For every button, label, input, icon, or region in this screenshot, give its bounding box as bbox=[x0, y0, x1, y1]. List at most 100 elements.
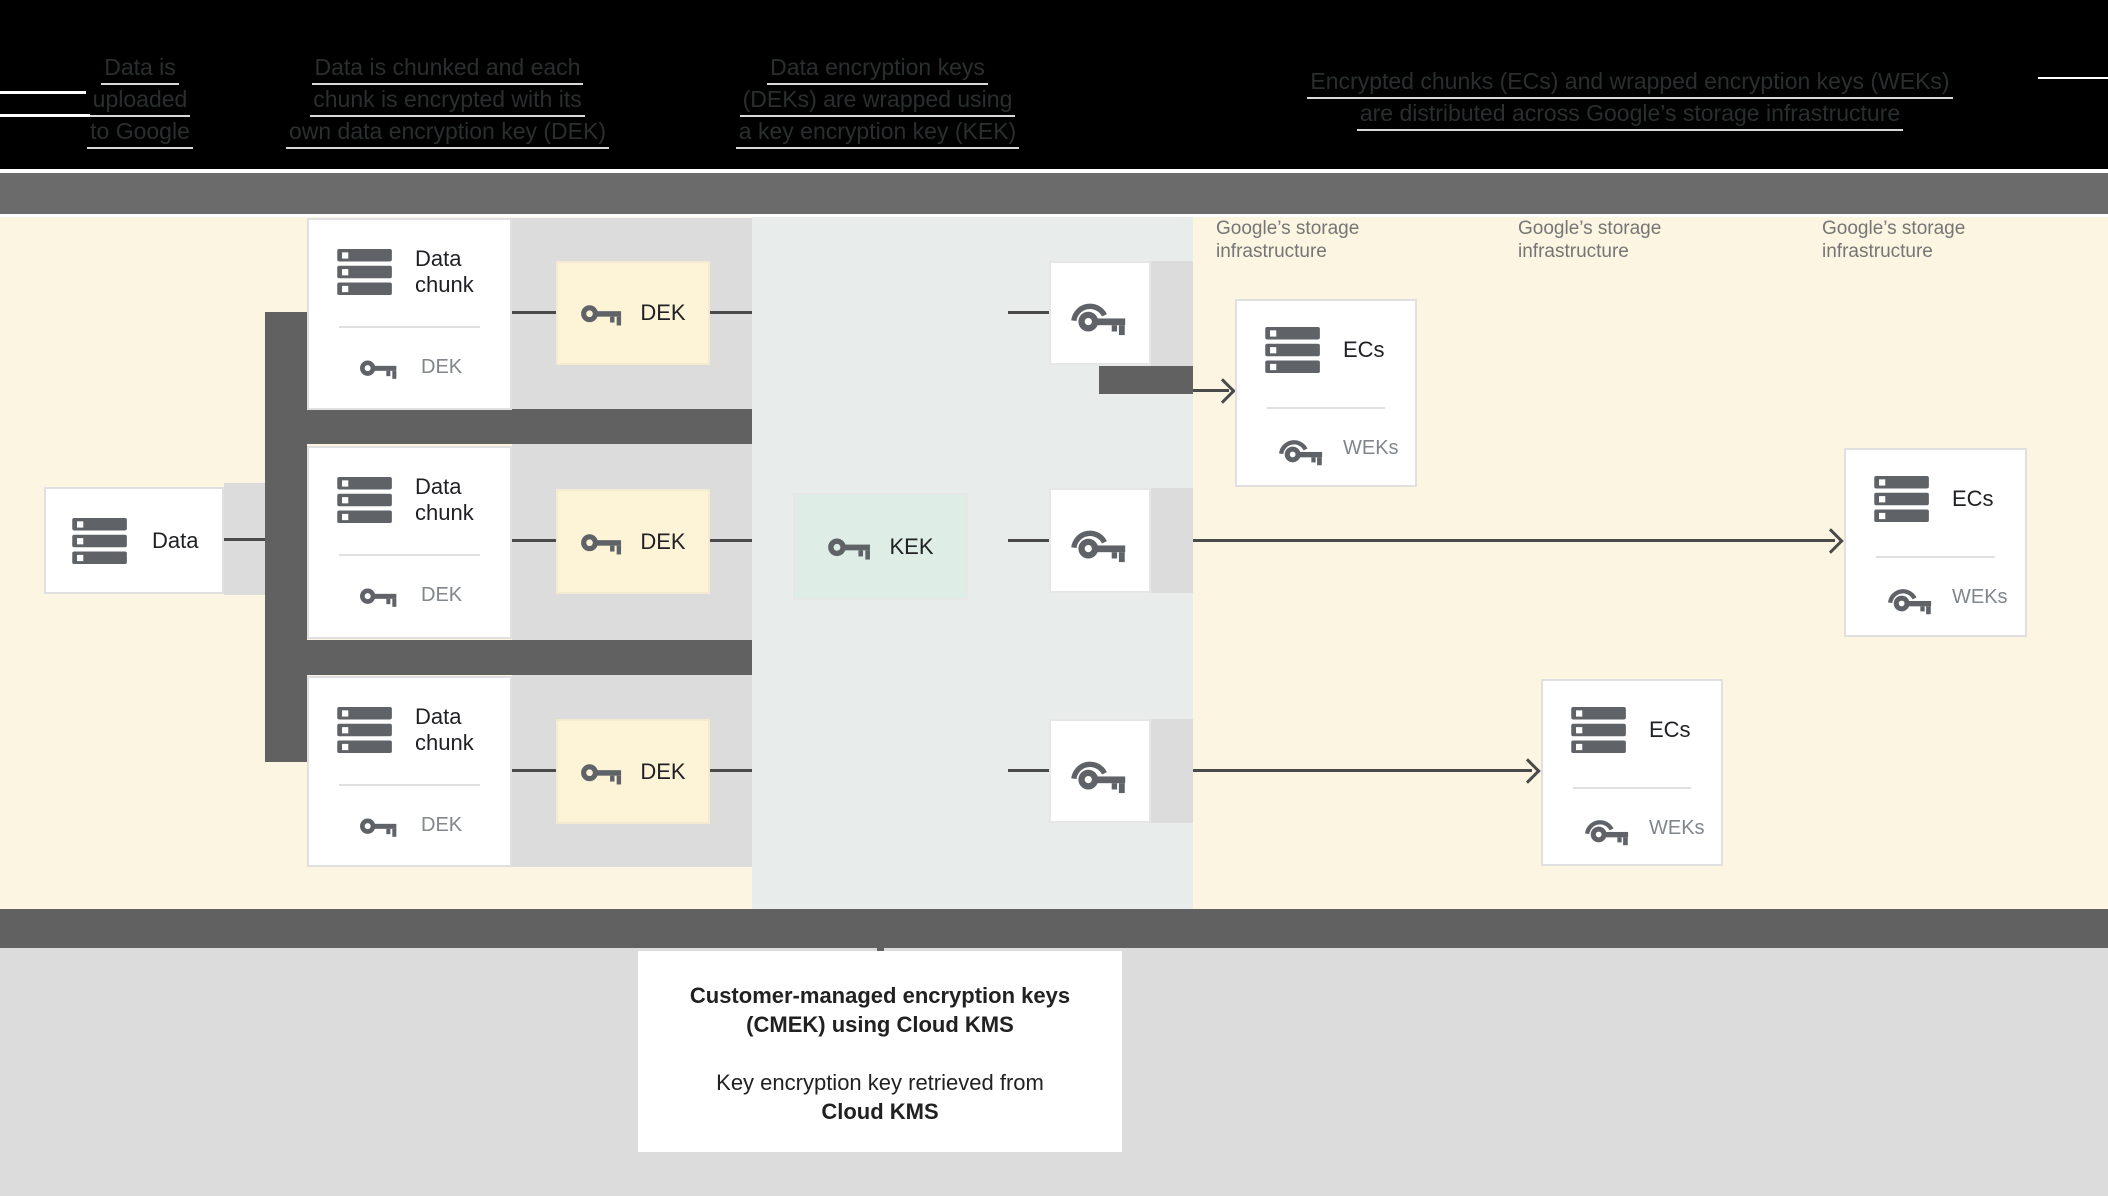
ecs-box-3: ECs WEKs bbox=[1541, 679, 1723, 866]
ecs-title: ECs bbox=[1952, 486, 1994, 511]
connector-kek-to-key3 bbox=[1008, 769, 1049, 772]
header-line: chunk is encrypted with its bbox=[310, 85, 585, 117]
caption-box: Customer-managed encryption keys (CMEK) … bbox=[638, 951, 1122, 1152]
wrapped-key-box-3 bbox=[1049, 719, 1151, 823]
kek-box: KEK bbox=[793, 493, 968, 600]
arrow-line-row2 bbox=[1151, 539, 1835, 542]
connector-dek3-to-kms bbox=[710, 769, 752, 772]
divider bbox=[1573, 787, 1691, 789]
chunk-dek-label: DEK bbox=[421, 355, 463, 378]
connector-dek2-to-kms bbox=[710, 539, 752, 542]
key-strip-3 bbox=[1151, 719, 1193, 823]
database-icon bbox=[337, 707, 395, 753]
storage-label-2: Google’s storage infrastructure bbox=[1518, 217, 1661, 263]
header-column-wrapping: Data encryption keys (DEKs) are wrapped … bbox=[705, 53, 1050, 149]
connector-chunk3-to-dek3 bbox=[512, 769, 556, 772]
key-icon bbox=[580, 757, 624, 787]
connector-chunk1-to-dek1 bbox=[512, 311, 556, 314]
divider bbox=[1267, 407, 1385, 409]
divider bbox=[339, 554, 480, 556]
header-column-distribution: Encrypted chunks (ECs) and wrapped encry… bbox=[1280, 67, 1980, 131]
dek-label: DEK bbox=[640, 758, 686, 784]
storage-label-line: Google’s storage bbox=[1216, 218, 1360, 239]
ecs-box-1: ECs WEKs bbox=[1235, 299, 1417, 487]
storage-label-line: infrastructure bbox=[1822, 241, 1933, 262]
ecs-title: ECs bbox=[1343, 337, 1385, 362]
connector-chunk2-to-dek2 bbox=[512, 539, 556, 542]
header-line: Encrypted chunks (ECs) and wrapped encry… bbox=[1307, 67, 1953, 99]
header-line: Data is chunked and each bbox=[311, 53, 584, 85]
header-line: are distributed across Google’s storage … bbox=[1356, 99, 1904, 131]
divider bbox=[339, 784, 480, 786]
data-chunk-box-1: Data chunk DEK bbox=[307, 218, 512, 410]
data-chunk-title: Data chunk bbox=[415, 474, 474, 525]
arrow-line-row1 bbox=[1193, 389, 1229, 392]
key-strip-2 bbox=[1151, 488, 1193, 593]
header-line: a key encryption key (KEK) bbox=[735, 117, 1020, 149]
ecs-box-2: ECs WEKs bbox=[1844, 448, 2027, 637]
key-icon bbox=[359, 354, 399, 381]
dek-box-3: DEK bbox=[556, 719, 710, 824]
header-line: (DEKs) are wrapped using bbox=[739, 85, 1016, 117]
header-column-chunking: Data is chunked and each chunk is encryp… bbox=[265, 53, 630, 149]
key-icon bbox=[580, 298, 624, 328]
render-artifact-streak bbox=[0, 114, 90, 117]
key-icon bbox=[827, 531, 873, 562]
caption-connector-tick bbox=[877, 948, 884, 952]
caption-body-line2: Cloud KMS bbox=[821, 1099, 939, 1124]
header-gap bbox=[0, 169, 2108, 173]
chunk-connector-band-2 bbox=[265, 640, 752, 675]
ecs-title: ECs bbox=[1649, 717, 1691, 742]
data-chunk-box-2: Data chunk DEK bbox=[307, 446, 512, 639]
chunk-bracket bbox=[265, 312, 307, 762]
divider bbox=[1876, 556, 1995, 558]
connector-dek1-to-kms bbox=[710, 311, 752, 314]
wrapped-key-icon bbox=[1279, 430, 1325, 466]
data-chunk-box-3: Data chunk DEK bbox=[307, 676, 512, 867]
chunk-dek-label: DEK bbox=[421, 583, 463, 606]
dek-label: DEK bbox=[640, 528, 686, 554]
chunk-connector-band-1 bbox=[265, 409, 752, 444]
top-gray-bar bbox=[0, 173, 2108, 214]
data-chunk-title: Data chunk bbox=[415, 246, 474, 297]
bottom-dark-bar bbox=[0, 909, 2108, 948]
header-line: uploaded bbox=[89, 85, 191, 117]
connector-kek-to-key2 bbox=[1008, 539, 1049, 542]
storage-label-line: infrastructure bbox=[1216, 241, 1327, 262]
chunk-dek-label: DEK bbox=[421, 813, 463, 836]
connector-kek-to-key1 bbox=[1008, 311, 1049, 314]
caption-heading-line1: Customer-managed encryption keys bbox=[689, 983, 1071, 1008]
wrapped-key-icon bbox=[1071, 291, 1129, 336]
dek-box-2: DEK bbox=[556, 489, 710, 594]
divider bbox=[339, 326, 480, 328]
wrapped-key-icon bbox=[1071, 518, 1129, 563]
caption-spacer bbox=[638, 1039, 1122, 1068]
data-label: Data bbox=[152, 527, 199, 553]
weks-label: WEKs bbox=[1649, 816, 1705, 839]
caption-body-line1: Key encryption key retrieved from bbox=[716, 1070, 1044, 1095]
database-icon bbox=[72, 518, 130, 564]
key-icon bbox=[580, 527, 624, 557]
database-icon bbox=[337, 249, 395, 295]
wrapped-dek-band bbox=[1099, 366, 1193, 394]
wrapped-key-icon bbox=[1888, 579, 1934, 615]
storage-label-line: infrastructure bbox=[1518, 241, 1629, 262]
header-line: Data encryption keys bbox=[767, 53, 988, 85]
database-icon bbox=[1874, 476, 1932, 522]
data-chunk-title: Data chunk bbox=[415, 704, 474, 755]
wrapped-key-box-1 bbox=[1049, 261, 1151, 365]
header-column-upload: Data is uploaded to Google bbox=[40, 53, 240, 149]
wrapped-key-icon bbox=[1071, 749, 1129, 794]
connector-data-to-bracket bbox=[224, 538, 265, 541]
header-line: Data is bbox=[101, 53, 179, 85]
kek-label: KEK bbox=[889, 533, 934, 559]
header-line: own data encryption key (DEK) bbox=[285, 117, 610, 149]
header-line: to Google bbox=[87, 117, 193, 149]
dek-box-1: DEK bbox=[556, 261, 710, 365]
caption-heading-line2: (CMEK) using Cloud KMS bbox=[746, 1012, 1014, 1037]
arrow-line-row3 bbox=[1151, 769, 1532, 772]
key-strip-1 bbox=[1151, 261, 1193, 366]
render-artifact-streak bbox=[0, 91, 86, 94]
database-icon bbox=[1571, 707, 1629, 753]
